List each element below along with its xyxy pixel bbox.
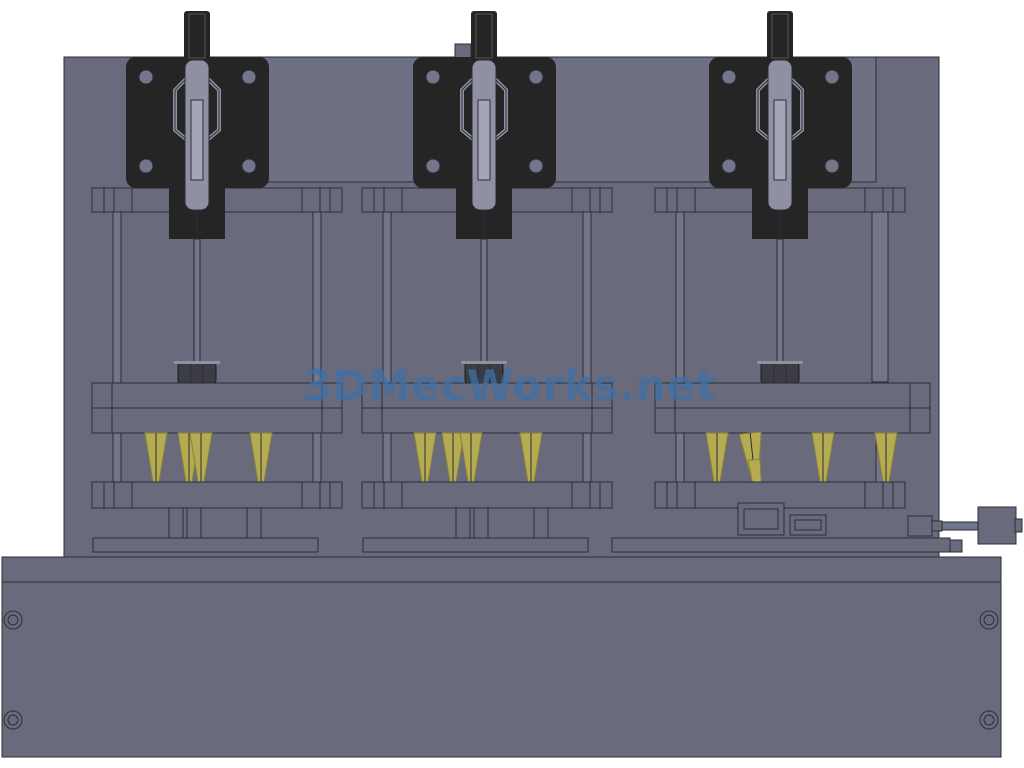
guide-pillar xyxy=(312,211,322,483)
support-post xyxy=(533,507,549,539)
watermark-text: 3DMecWorks.net xyxy=(302,361,717,410)
clamp-handle xyxy=(184,11,210,61)
support-post xyxy=(168,507,184,539)
bolt-hole-icon xyxy=(241,69,257,85)
base-sheet xyxy=(92,537,319,553)
clamp-handle xyxy=(767,11,793,61)
press-rod xyxy=(480,238,488,364)
guide-pillar xyxy=(112,211,122,483)
screw-icon xyxy=(3,710,23,730)
bolt-hole-icon xyxy=(528,158,544,174)
support-post xyxy=(455,507,471,539)
stations xyxy=(91,11,963,553)
support-post xyxy=(473,507,489,539)
support-post xyxy=(186,507,202,539)
screw-icon xyxy=(979,710,999,730)
bolt-hole-icon xyxy=(824,69,840,85)
base-sheet xyxy=(362,537,589,553)
station-1 xyxy=(91,11,343,553)
lower-die-plate xyxy=(361,481,613,509)
clamp-handle xyxy=(471,11,497,61)
bolt-hole-icon xyxy=(138,158,154,174)
bolt-hole-icon xyxy=(241,158,257,174)
bolt-hole-icon xyxy=(528,69,544,85)
guide-pillar xyxy=(871,211,889,383)
bolt-hole-icon xyxy=(721,69,737,85)
station-3 xyxy=(611,11,963,553)
guide-pillar xyxy=(675,211,685,483)
guide-pillar xyxy=(582,211,592,483)
bolt-hole-icon xyxy=(425,158,441,174)
guide-pillar xyxy=(382,211,392,483)
bolt-hole-icon xyxy=(721,158,737,174)
screw-icon xyxy=(3,610,23,630)
bolt-hole-icon xyxy=(425,69,441,85)
station-2 xyxy=(361,11,613,553)
lower-die-plate xyxy=(91,481,343,509)
side-cylinder xyxy=(737,502,1023,545)
hex-nut-icon xyxy=(177,362,217,384)
support-post xyxy=(246,507,262,539)
base-box xyxy=(1,556,1002,758)
hex-nut-icon xyxy=(760,362,800,384)
screw-icon xyxy=(979,610,999,630)
press-rod xyxy=(193,238,201,364)
press-rod xyxy=(776,238,784,364)
bolt-hole-icon xyxy=(824,158,840,174)
base-sheet xyxy=(611,537,951,553)
bolt-hole-icon xyxy=(138,69,154,85)
